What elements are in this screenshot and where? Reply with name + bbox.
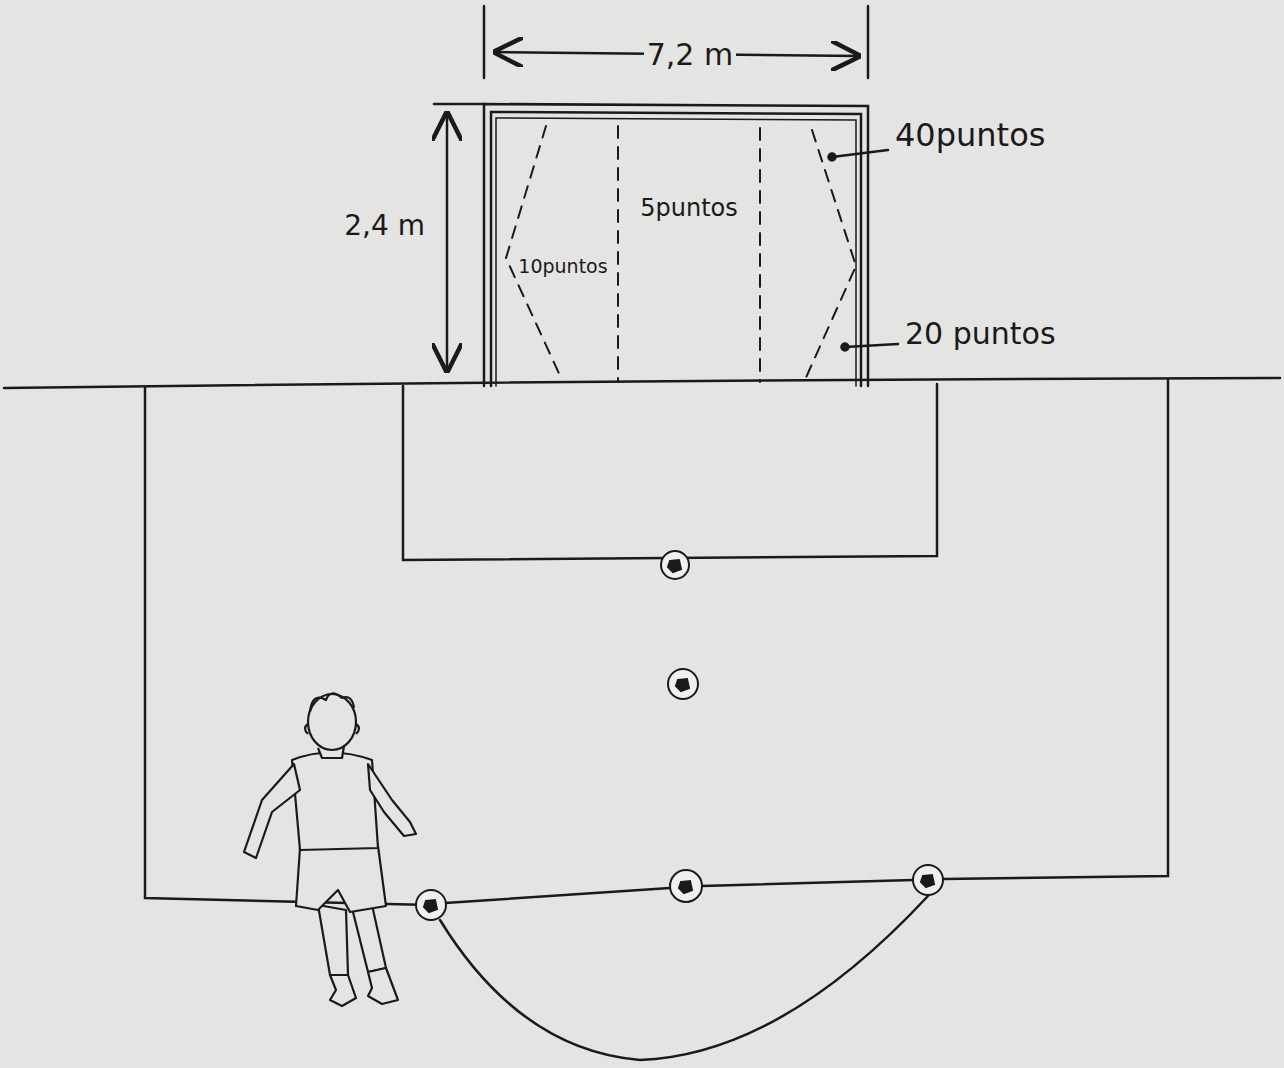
ball	[416, 551, 943, 920]
score-label: 40puntos	[892, 118, 1048, 153]
penalty-arc	[440, 896, 928, 1060]
goal-area	[403, 384, 937, 560]
dimension-label: 2,4 m	[341, 211, 428, 242]
height-dimension	[434, 104, 484, 370]
width-dimension	[484, 6, 868, 78]
dimension-label: 7,2 m	[644, 38, 736, 71]
score-label: 5puntos	[637, 195, 741, 221]
penalty-area	[145, 380, 1168, 905]
goal-zones	[506, 126, 856, 382]
score-label: 10puntos	[515, 256, 610, 277]
goal-frame	[484, 104, 868, 386]
score-label: 20 puntos	[902, 317, 1059, 350]
leader-lines	[829, 150, 899, 351]
player-figure	[244, 693, 416, 1006]
goal-line	[4, 378, 1280, 388]
